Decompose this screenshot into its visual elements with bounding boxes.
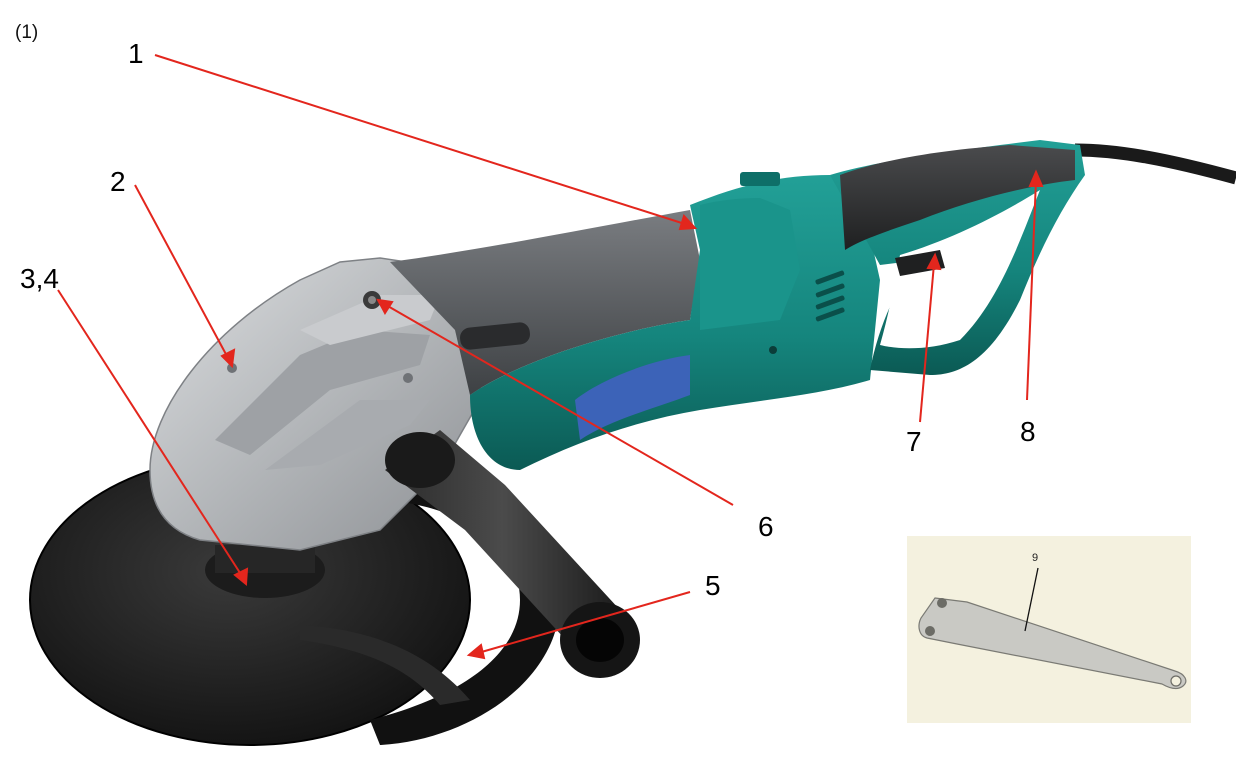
spanner-wrench-illustration: [918, 567, 1187, 690]
arrowhead-7: [926, 252, 942, 271]
spanner-body: [918, 597, 1187, 690]
arrow-5: [477, 591, 691, 654]
arrowhead-6: [376, 298, 394, 315]
guard-edge: [300, 625, 470, 705]
callout-8: 8: [1020, 416, 1036, 447]
spanner-pin-1: [937, 598, 947, 608]
callout-arrows: [57, 54, 1044, 660]
figure-number: (1): [15, 22, 39, 43]
arrow-34: [57, 289, 243, 577]
rubber-grip: [840, 145, 1075, 250]
arrowhead-1: [678, 214, 698, 231]
teal-body: [470, 175, 880, 470]
arrow-2: [134, 184, 229, 359]
inset-callout-9: 9: [1032, 552, 1039, 564]
spanner-pin-2: [925, 626, 935, 636]
power-cable: [1074, 143, 1236, 185]
arrowhead-34: [233, 567, 249, 587]
callout-5: 5: [705, 570, 721, 601]
blue-badge: [575, 355, 690, 440]
arrow-7: [919, 263, 935, 423]
arrowhead-5: [466, 643, 486, 660]
side-switch: [460, 322, 530, 350]
callout-3-4: 3,4: [20, 263, 59, 294]
inset-leader-line: [1024, 567, 1039, 632]
arrow-8: [1026, 179, 1037, 401]
side-handle: [385, 430, 640, 678]
wrench-inset: 9: [907, 536, 1191, 723]
arrow-6: [385, 304, 734, 506]
spanner-hole: [1170, 675, 1182, 687]
arrowhead-8: [1028, 169, 1044, 187]
callout-6: 6: [758, 511, 774, 542]
arrow-1: [154, 54, 689, 226]
callout-7: 7: [906, 426, 922, 457]
callout-1: 1: [128, 38, 144, 69]
trigger: [895, 250, 945, 276]
arrowhead-2: [220, 348, 236, 369]
callout-2: 2: [110, 166, 126, 197]
rear-handle: [740, 140, 1085, 375]
